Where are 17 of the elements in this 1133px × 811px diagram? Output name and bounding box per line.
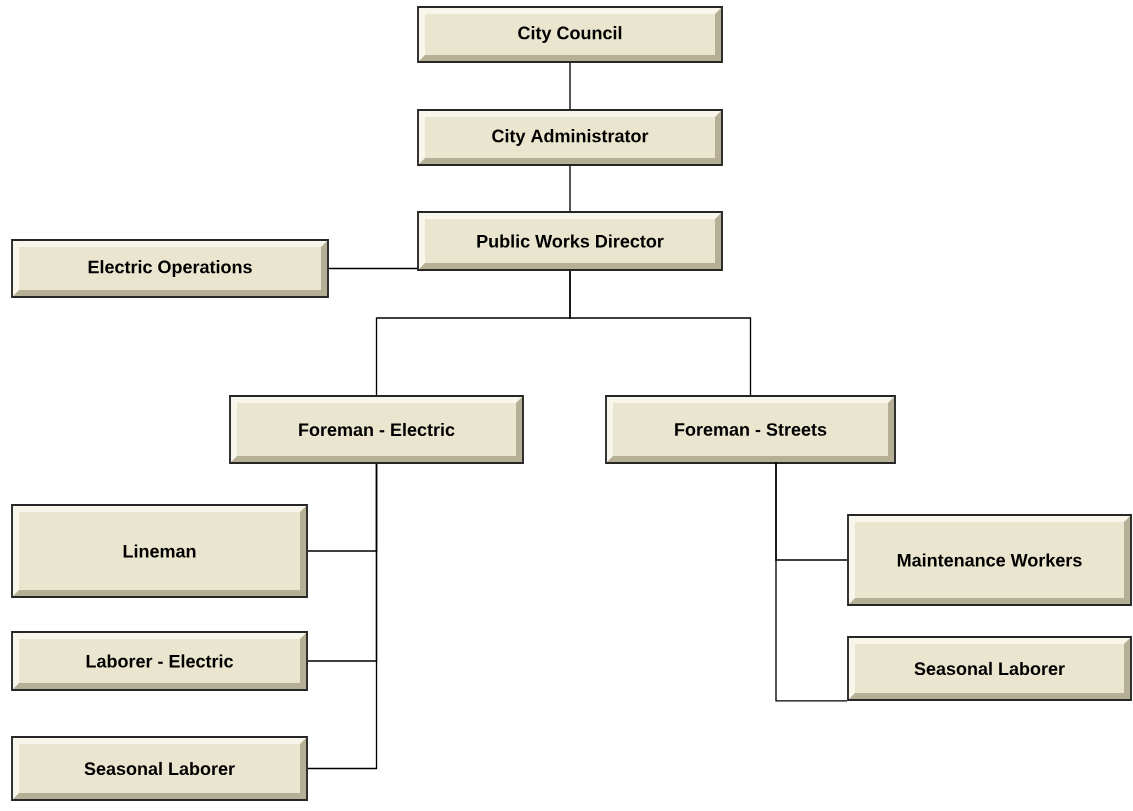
org-box: Foreman - Electric <box>229 395 524 464</box>
org-box: Electric Operations <box>11 239 329 298</box>
connector-line <box>569 62 571 110</box>
connector-line <box>569 270 752 396</box>
connector-line <box>569 165 571 212</box>
org-box: Public Works Director <box>417 211 723 271</box>
org-box: Seasonal Laborer <box>11 736 308 801</box>
connector-line <box>307 463 378 770</box>
org-box: Seasonal Laborer <box>847 636 1132 701</box>
org-box: City Administrator <box>417 109 723 166</box>
org-box: Lineman <box>11 504 308 598</box>
org-box: City Council <box>417 6 723 63</box>
connector-line <box>328 267 418 270</box>
org-box: Maintenance Workers <box>847 514 1132 606</box>
connector-line <box>775 461 848 702</box>
org-box: Foreman - Streets <box>605 395 896 464</box>
org-box: Laborer - Electric <box>11 631 308 691</box>
